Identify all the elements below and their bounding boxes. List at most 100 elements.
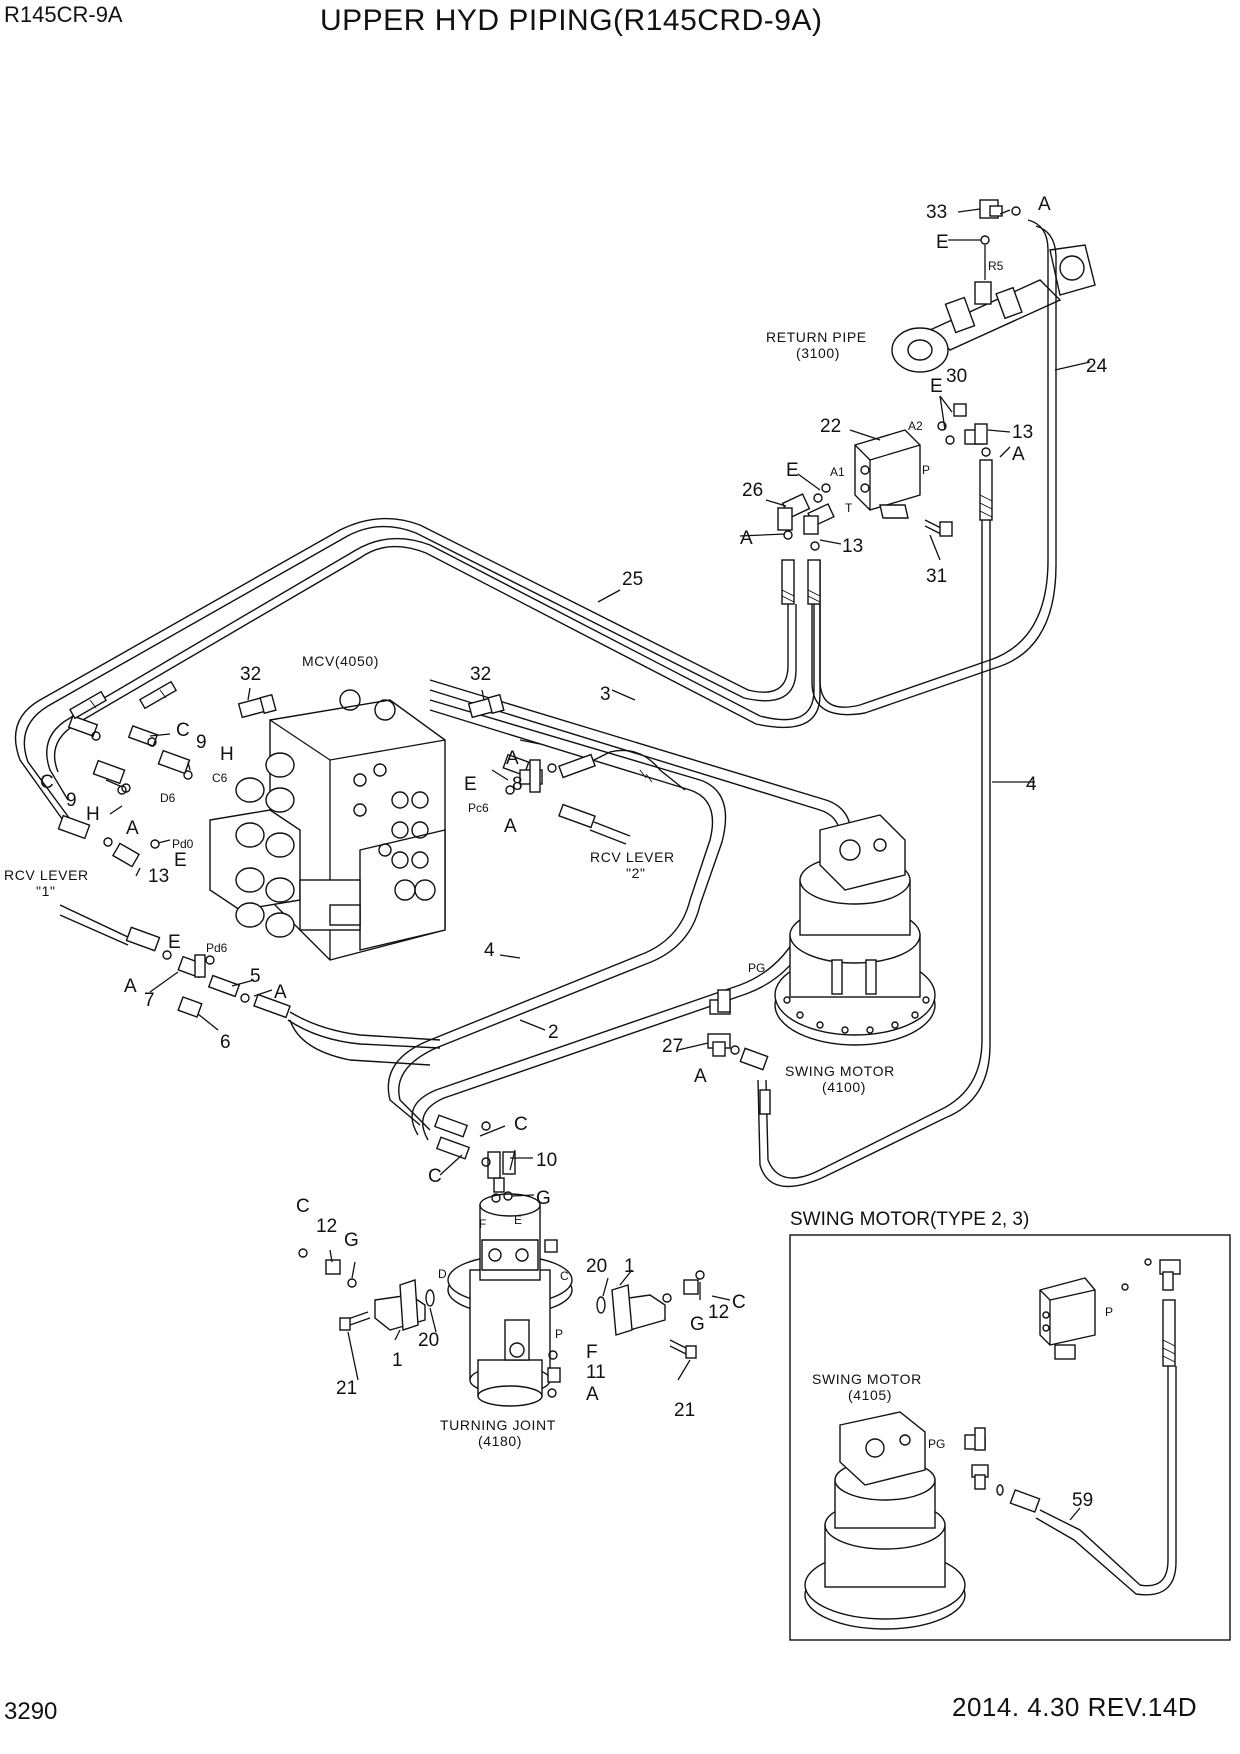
leader-lines xyxy=(105,208,1081,1521)
letter-callout: A xyxy=(586,1384,599,1405)
port-label: P xyxy=(555,1327,563,1341)
page-title: UPPER HYD PIPING(R145CRD-9A) xyxy=(320,4,823,37)
port-label: P xyxy=(922,463,930,477)
part-32-left xyxy=(237,693,277,719)
part-number: 10 xyxy=(536,1150,557,1171)
port-label: PG xyxy=(748,961,765,975)
part-number: 13 xyxy=(842,536,863,557)
part-number: 9 xyxy=(196,732,207,753)
part-number: 7 xyxy=(144,990,155,1011)
letter-callout: C xyxy=(40,772,54,793)
part-number-59: 59 xyxy=(1072,1490,1093,1511)
o-ring xyxy=(945,435,955,445)
swing-motor xyxy=(774,814,936,1046)
port-label: C xyxy=(560,1269,569,1283)
o-ring xyxy=(1011,206,1021,216)
port-label: Pc6 xyxy=(468,801,489,815)
o-ring xyxy=(783,530,793,540)
mcv-name: MCV(4050) xyxy=(302,653,379,669)
part-number: 33 xyxy=(926,202,947,223)
o-ring xyxy=(821,483,831,493)
page-number: 3290 xyxy=(4,1698,58,1725)
part-21-bolt-left xyxy=(339,1311,371,1331)
inset-swing-motor-name: SWING MOTOR xyxy=(812,1371,922,1387)
part-number: 24 xyxy=(1086,356,1108,377)
letter-callout: C xyxy=(296,1196,310,1217)
part-6-plug xyxy=(177,996,203,1018)
inset-frame xyxy=(789,1234,1231,1641)
part-number: 6 xyxy=(220,1032,231,1053)
part-number: 26 xyxy=(742,480,763,501)
inset-swing-motor xyxy=(804,1411,966,1630)
letter-callout: C xyxy=(514,1114,528,1135)
rcv-lever-1-code: "1" xyxy=(36,883,56,899)
turning-joint xyxy=(447,1193,573,1407)
letter-callout: G xyxy=(344,1230,359,1251)
letter-callout: E xyxy=(786,460,799,481)
part-13-elbow-lower xyxy=(803,503,835,535)
mcv-block xyxy=(209,689,446,961)
swing-motor-code: (4100) xyxy=(822,1079,866,1095)
inset-title: SWING MOTOR(TYPE 2, 3) xyxy=(790,1209,1030,1230)
letter-callout: A xyxy=(126,818,139,839)
letter-callout: A xyxy=(274,982,287,1003)
part-number: 12 xyxy=(708,1302,729,1323)
part-1-bracket-right xyxy=(611,1284,666,1336)
part-5-tee xyxy=(207,974,241,998)
part-number: 4 xyxy=(1026,774,1037,795)
letter-callout: A xyxy=(1012,444,1025,465)
part-number: 32 xyxy=(470,664,491,685)
part-number: 13 xyxy=(148,866,169,887)
part-31-bolt xyxy=(924,519,953,537)
return-pipe-name: RETURN PIPE xyxy=(766,329,867,345)
part-number: 22 xyxy=(820,416,841,437)
part-7-tee xyxy=(177,954,206,979)
part-1-bracket-left xyxy=(374,1279,426,1331)
letter-callout: A xyxy=(694,1066,707,1087)
port-label: Pd0 xyxy=(172,837,194,851)
letter-callout: C xyxy=(732,1292,746,1313)
port-label: D6 xyxy=(160,791,176,805)
inset-port-label: PG xyxy=(928,1437,945,1451)
part-pg-elbow xyxy=(709,989,731,1015)
o-ring xyxy=(205,955,215,965)
letter-callout: A xyxy=(740,528,753,549)
turning-joint-name: TURNING JOINT xyxy=(440,1417,556,1433)
inset-port-label: P xyxy=(1105,1305,1113,1319)
o-ring xyxy=(980,235,990,245)
rcv-lever-2-code: "2" xyxy=(626,865,646,881)
inset-swing-motor-code: (4105) xyxy=(848,1387,892,1403)
return-pipe-code: (3100) xyxy=(796,345,840,361)
letter-callout: G xyxy=(536,1188,551,1209)
part-number: 13 xyxy=(1012,422,1033,443)
part-number: 9 xyxy=(66,790,77,811)
part-number: 32 xyxy=(240,664,261,685)
part-number: 31 xyxy=(926,566,947,587)
port-label: D xyxy=(438,1267,447,1281)
part-21-bolt-right xyxy=(669,1339,697,1359)
port-label: R5 xyxy=(988,259,1004,273)
part-number: 3 xyxy=(600,684,611,705)
port-label: T xyxy=(845,501,853,515)
port-label: E xyxy=(514,1213,522,1227)
o-ring xyxy=(810,541,820,551)
part-13-elbow xyxy=(964,423,988,445)
part-number: 20 xyxy=(418,1330,439,1351)
port-label: F xyxy=(479,1217,486,1231)
return-pipe xyxy=(891,244,1096,373)
letter-callout: A xyxy=(1038,194,1051,215)
part-32-right xyxy=(467,693,505,719)
port-label: Pd6 xyxy=(206,941,228,955)
letter-callout: A xyxy=(504,816,517,837)
letter-callout: H xyxy=(86,804,100,825)
part-number: 21 xyxy=(336,1378,357,1399)
part-number: 25 xyxy=(622,569,643,590)
part-30-plug xyxy=(953,403,967,417)
turning-joint-code: (4180) xyxy=(478,1433,522,1449)
part-number: 11 xyxy=(586,1362,606,1383)
letter-callout: E xyxy=(174,850,187,871)
inset-valve xyxy=(1039,1277,1096,1360)
part-number: 21 xyxy=(674,1400,695,1421)
letter-callout: E xyxy=(936,232,949,253)
